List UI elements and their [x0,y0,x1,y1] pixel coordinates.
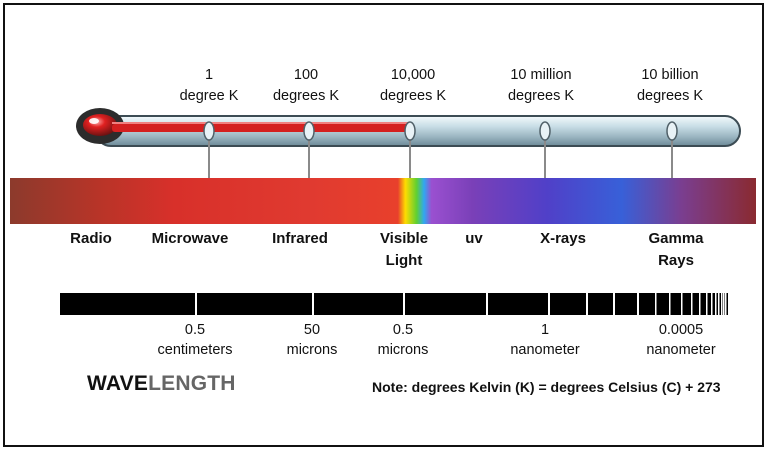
temp-label-2: 100 degrees K [272,67,340,104]
ruler-tick [711,293,713,315]
ruler-tick [486,293,488,315]
title-dark-part: WAVE [87,372,149,395]
ruler-tick [725,293,727,315]
temp-label-4: 10 million degrees K [507,67,575,104]
ruler-tick [586,293,588,315]
ruler-tick [637,293,639,315]
band-microwave: Microwave [151,230,229,247]
wavelength-label-1: 0.5 centimeters [157,322,233,358]
ruler-tick [655,293,657,315]
temperature-marker-3 [404,121,416,141]
ruler-tick [699,293,701,315]
wavelength-title: WAVELENGTH [87,372,236,396]
band-infrared: Infrared [272,230,328,247]
temp-label-3: 10,000 degrees K [379,67,447,104]
thermometer-liquid [112,124,410,132]
ruler-tick [312,293,314,315]
ruler-tick [723,293,725,315]
ruler-tick [403,293,405,315]
ruler-tick [195,293,197,315]
thermometer-bulb [83,114,117,136]
ruler-ticks [195,293,727,315]
ruler-tick [681,293,683,315]
wavelength-label-3: 0.5 microns [377,322,429,358]
liquid-highlight [112,122,410,124]
bulb-highlight [89,118,99,124]
wavelength-ruler [60,293,728,315]
temperature-marker-2 [303,121,315,141]
temperature-marker-4 [539,121,551,141]
band-gamma-rays: Gamma Rays [648,230,704,269]
temp-label-1: 1 degree K [179,67,239,104]
wavelength-label-4: 1 nanometer [510,322,580,358]
band-radio: Radio [70,230,112,247]
ruler-tick [669,293,671,315]
band-uv: uv [465,230,483,247]
diagram-frame [3,3,764,447]
ruler-tick [715,293,717,315]
temperature-marker-5 [666,121,678,141]
band-visible-light: Visible Light [379,230,429,269]
temperature-marker-1 [203,121,215,141]
wavelength-label-5: 0.0005 nanometer [646,322,716,358]
ruler-tick [691,293,693,315]
ruler-tick [706,293,708,315]
title-light-part: LENGTH [148,372,236,395]
ruler-tick [721,293,723,315]
ruler-tick [613,293,615,315]
temperature-markers [203,121,678,180]
spectrum-band [10,178,756,224]
ruler-tick [548,293,550,315]
thermometer [76,108,741,147]
wavelength-label-2: 50 microns [286,322,338,358]
kelvin-note: Note: degrees Kelvin (K) = degrees Celsi… [372,379,721,395]
ruler-bar [60,293,728,315]
temp-label-5: 10 billion degrees K [636,67,704,104]
band-xrays: X-rays [540,230,586,247]
ruler-tick [718,293,720,315]
